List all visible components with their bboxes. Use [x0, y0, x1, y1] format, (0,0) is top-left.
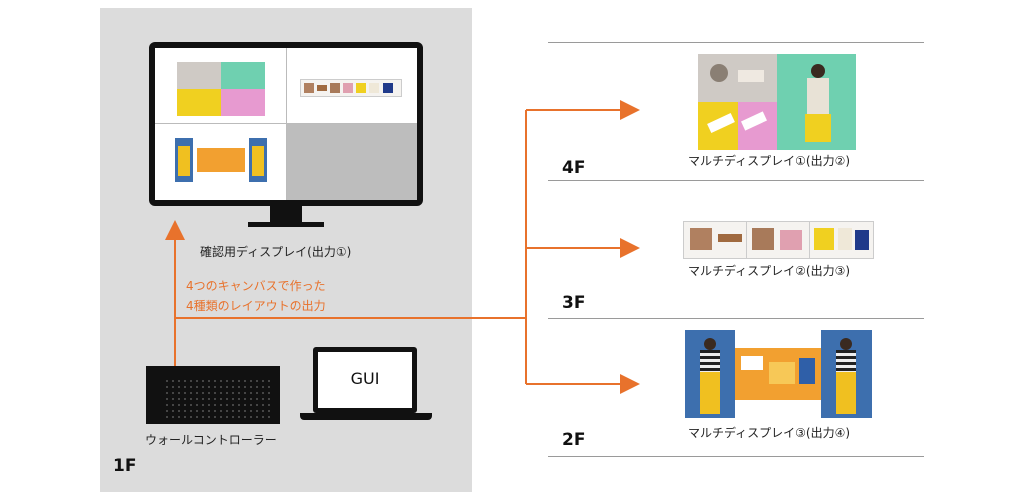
panel-accessories — [698, 54, 777, 102]
panel-model-teal — [777, 54, 856, 150]
multi-display-1-label: マルチディスプレイ①(出力②) — [688, 154, 851, 168]
monitor-base — [248, 222, 324, 227]
panel-pink — [738, 102, 777, 150]
wall-controller-label: ウォールコントローラー — [145, 433, 277, 447]
floor-label-4f: 4F — [562, 158, 586, 178]
floor-label-2f: 2F — [562, 430, 586, 450]
monitor-screen — [155, 48, 417, 200]
confirm-monitor — [149, 42, 423, 206]
canvas-note-line2: 4種類のレイアウトの出力 — [186, 299, 326, 313]
divider-3f — [548, 318, 924, 319]
multi-display-3 — [685, 330, 872, 418]
multi-display-3-label: マルチディスプレイ③(出力④) — [688, 426, 851, 440]
panel-model-left — [685, 330, 735, 418]
item-navy-knit — [855, 230, 869, 250]
item-cream-top — [838, 228, 852, 250]
quadrant-three-panel — [175, 138, 267, 182]
wall-controller-device — [146, 366, 280, 424]
item-jacket — [690, 228, 712, 250]
multi-display-2 — [683, 221, 874, 259]
monitor-stand — [270, 206, 302, 222]
quadrant-clothing-strip — [300, 79, 402, 97]
floor-label-3f: 3F — [562, 293, 586, 313]
item-scarf — [718, 234, 742, 242]
quadrant-empty — [287, 124, 417, 200]
item-coat — [752, 228, 774, 250]
divider-2f — [548, 456, 924, 457]
floor-label-1f: 1F — [113, 456, 137, 476]
divider-top — [548, 42, 924, 43]
panel-model-right — [821, 330, 872, 418]
multi-display-1 — [698, 54, 856, 150]
item-skirt — [780, 230, 802, 250]
quadrant-collage — [177, 62, 265, 116]
laptop-base — [300, 413, 432, 420]
panel-flatlay — [735, 348, 821, 400]
item-yellow-jacket — [814, 228, 834, 250]
gui-label: GUI — [350, 369, 380, 388]
divider-4f — [548, 180, 924, 181]
laptop: GUI — [313, 347, 417, 413]
confirm-display-label: 確認用ディスプレイ(出力①) — [200, 245, 352, 259]
panel-yellow — [698, 102, 738, 150]
canvas-note-line1: 4つのキャンバスで作った — [186, 279, 326, 293]
multi-display-2-label: マルチディスプレイ②(出力③) — [688, 264, 851, 278]
